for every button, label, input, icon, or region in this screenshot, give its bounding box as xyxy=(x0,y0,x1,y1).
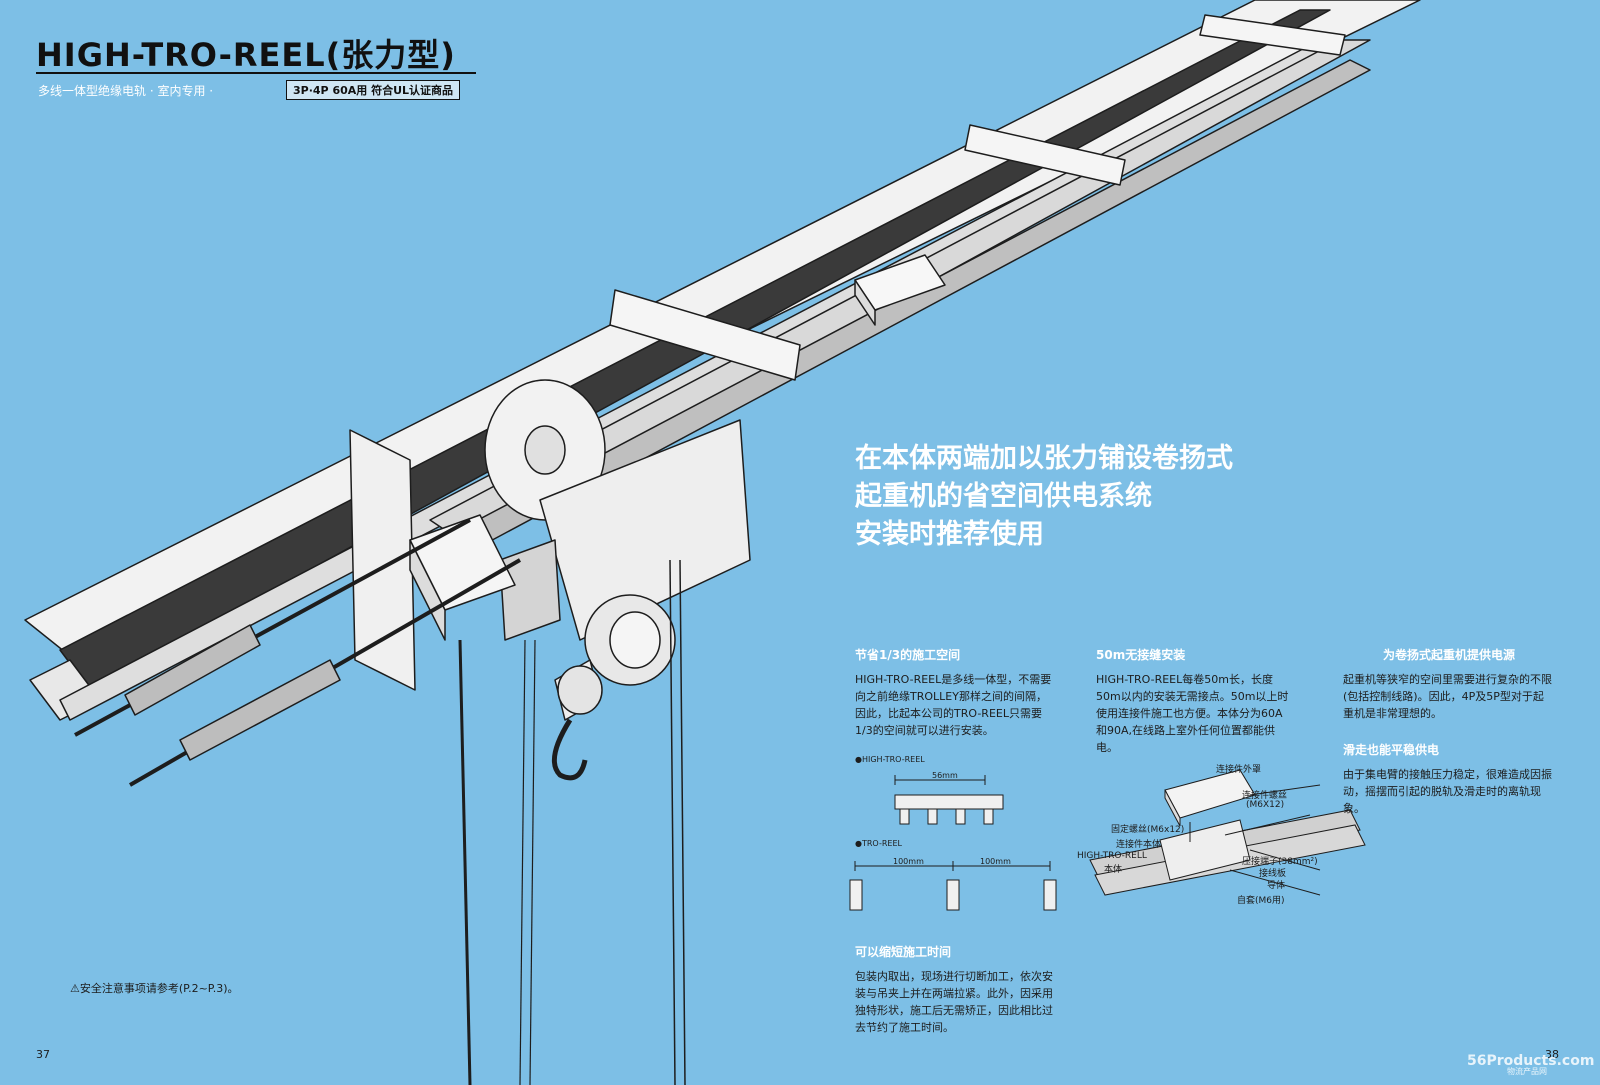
section-body: 包装内取出，现场进行切断加工，依次安装与吊夹上并在两端拉紧。此外，因采用独特形状… xyxy=(855,970,1053,1034)
label-terminal: 压接端子(38mm²) xyxy=(1242,857,1318,867)
label-joint-cover: 连接件外罩 xyxy=(1216,765,1262,775)
page-title: HIGH-TRO-REEL(张力型) xyxy=(36,36,456,74)
label-tro-reel: ●TRO-REEL xyxy=(855,839,902,848)
headline-line-3: 安装时推荐使用 xyxy=(855,519,1044,550)
headline-line-1: 在本体两端加以张力铺设卷扬式 xyxy=(855,443,1233,474)
dim-tro-reel-2: 100mm xyxy=(980,857,1011,866)
watermark: 56Products.com 物流产品网 xyxy=(1467,1053,1594,1077)
page-subtitle: 多线一体型绝缘电轨 · 室内专用 · xyxy=(38,84,214,98)
label-joint-bolt-size: (M6X12) xyxy=(1246,800,1285,810)
section-hoist-power: 为卷扬式起重机提供电源 起重机等狭窄的空间里需要进行复杂的不限(包括控制线路)。… xyxy=(1343,647,1553,722)
label-cap: 自套(M6用) xyxy=(1237,896,1285,906)
section-title: 可以缩短施工时间 xyxy=(855,945,952,959)
rail-section-diagram xyxy=(849,775,1057,911)
label-joint-body: 连接件本体 xyxy=(1116,840,1162,850)
section-time-saving: 可以缩短施工时间 包装内取出，现场进行切断加工，依次安装与吊夹上并在两端拉紧。此… xyxy=(855,944,1055,1036)
ul-badge: 3P·4P 60A用 符合UL认证商品 xyxy=(286,80,461,100)
safety-note: ⚠安全注意事项请参考(P.2~P.3)。 xyxy=(70,982,239,995)
section-title: 滑走也能平稳供电 xyxy=(1343,743,1440,757)
label-high-tro-reel: ●HIGH-TRO-REEL xyxy=(855,755,925,764)
joint-diagram xyxy=(1089,769,1366,896)
watermark-text: 56Products.com xyxy=(1467,1053,1595,1069)
watermark-subtext: 物流产品网 xyxy=(1507,1067,1547,1076)
section-body: HIGH-TRO-REEL每卷50m长，长度50m以内的安装无需接点。50m以上… xyxy=(1096,673,1289,754)
section-body: 由于集电臂的接触压力稳定，很难造成因振动，摇摆而引起的脱轨及滑走时的离轨现象。 xyxy=(1343,768,1552,815)
section-body: 起重机等狭窄的空间里需要进行复杂的不限(包括控制线路)。因此，4P及5P型对于起… xyxy=(1343,673,1552,720)
section-seamless: 50m无接缝安装 HIGH-TRO-REEL每卷50m长，长度50m以内的安装无… xyxy=(1096,647,1292,756)
section-stable-supply: 滑走也能平稳供电 由于集电臂的接触压力稳定，很难造成因振动，摇摆而引起的脱轨及滑… xyxy=(1343,742,1553,817)
label-fix-bolt: 固定螺丝(M6x12) xyxy=(1111,825,1185,835)
dim-high-tro-reel: 56mm xyxy=(932,771,958,780)
section-body: HIGH-TRO-REEL是多线一体型，不需要向之前绝缘TROLLEY那样之间的… xyxy=(855,673,1052,737)
page-number-right: 38 xyxy=(1545,1048,1559,1061)
section-title: 为卷扬式起重机提供电源 xyxy=(1383,648,1516,662)
label-joint-bolt: 连接件螺丝 xyxy=(1242,791,1288,801)
label-plate: 接线板 xyxy=(1259,869,1287,879)
dim-tro-reel-1: 100mm xyxy=(893,857,924,866)
page-number-left: 37 xyxy=(36,1048,50,1061)
label-reel-body-2: 本体 xyxy=(1104,865,1123,875)
label-reel-body: HIGH-TRO-RELL xyxy=(1077,851,1147,861)
label-conductor: 导体 xyxy=(1267,881,1286,891)
headline-line-2: 起重机的省空间供电系统 xyxy=(855,481,1152,512)
section-title: 50m无接缝安装 xyxy=(1096,648,1186,662)
headline: 在本体两端加以张力铺设卷扬式 起重机的省空间供电系统 安装时推荐使用 xyxy=(855,440,1233,554)
title-underline xyxy=(36,72,476,74)
section-title: 节省1/3的施工空间 xyxy=(855,648,961,662)
section-space-saving: 节省1/3的施工空间 HIGH-TRO-REEL是多线一体型，不需要向之前绝缘T… xyxy=(855,647,1055,739)
